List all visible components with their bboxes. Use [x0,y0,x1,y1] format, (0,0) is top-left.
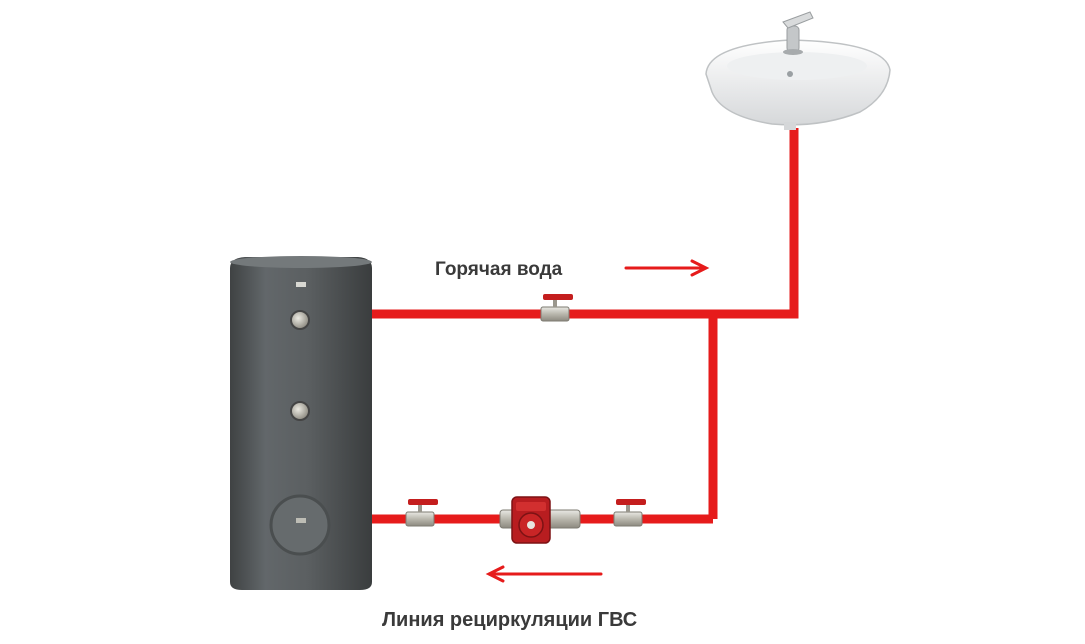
tank-port-middle [290,401,310,421]
recirculation-flow-arrow [485,565,603,583]
circulation-pump [499,496,581,544]
hot-water-flow-arrow [624,259,710,277]
tank-port-upper [290,310,310,330]
hot-water-pipe [372,128,799,319]
ball-valve-riser-return [613,499,646,527]
recirculation-line-label: Линия рециркуляции ГВС [382,609,637,631]
ball-valve-hot-line [540,294,573,322]
tank-inspection-flange [269,494,331,556]
sink [705,11,891,130]
hot-water-label: Горячая вода [435,259,563,280]
water-heater-tank [230,256,372,590]
pipes [372,128,799,524]
ball-valve-tank-return [405,499,438,527]
faucet-icon [782,11,814,55]
